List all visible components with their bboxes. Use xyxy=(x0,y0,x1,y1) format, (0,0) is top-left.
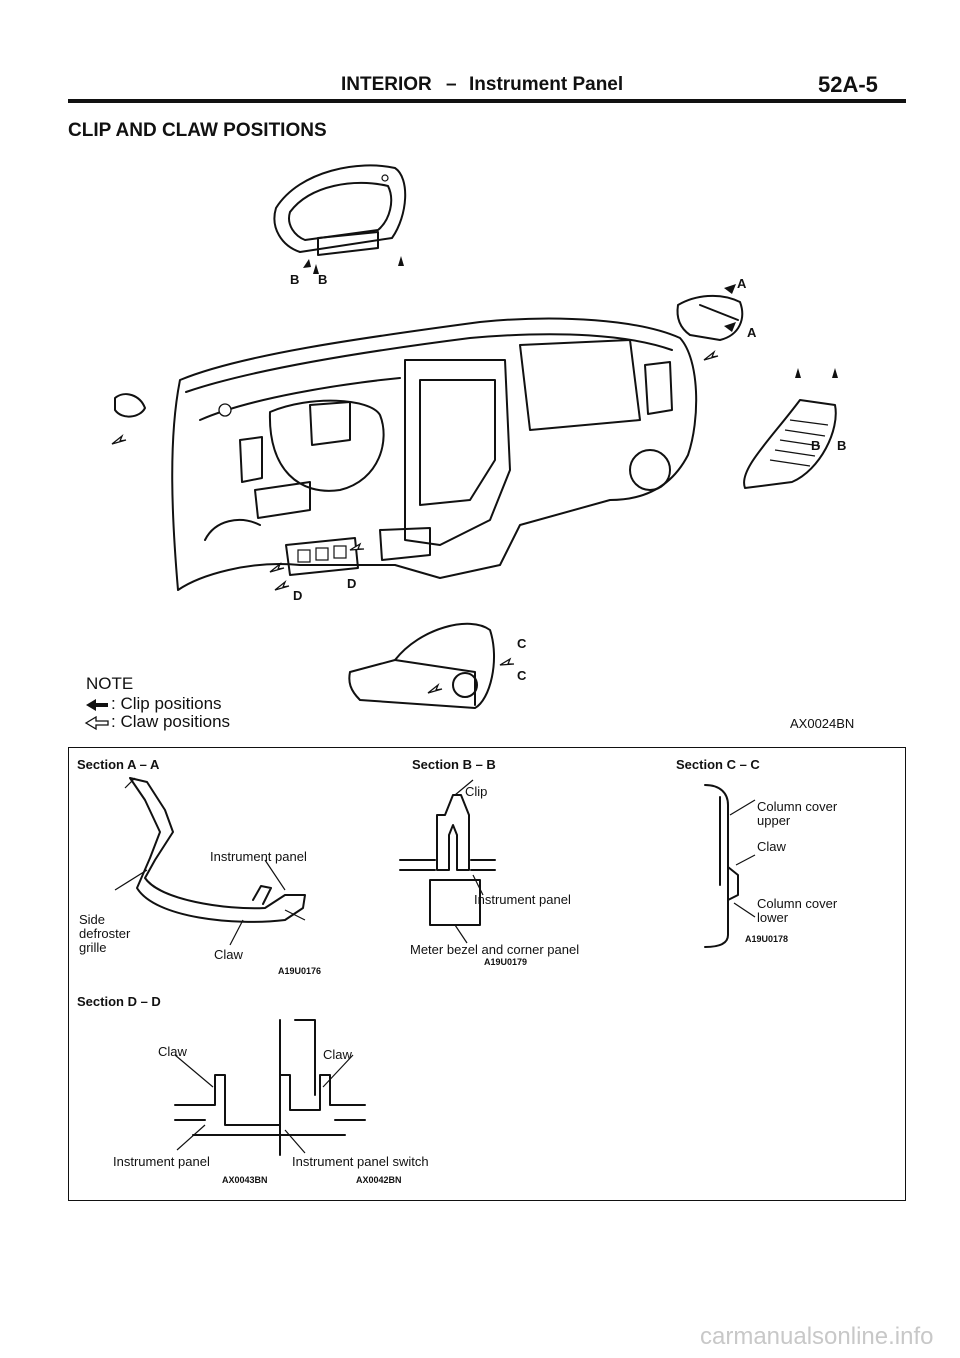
header-subtitle: Instrument Panel xyxy=(469,74,624,95)
callout-c-upper: C xyxy=(517,636,527,651)
claw-arrow-icon xyxy=(84,715,109,731)
section-dd-claw-right: Claw xyxy=(323,1047,352,1062)
instrument-panel-illustration xyxy=(111,164,838,709)
section-bb-meter-bezel: Meter bezel and corner panel xyxy=(410,942,580,957)
section-cc-column-cover-lower: Column cover lower xyxy=(757,896,838,925)
page-number: 52A-5 xyxy=(818,72,878,97)
callout-b-corner-left: B xyxy=(811,438,821,453)
section-cc-claw: Claw xyxy=(757,839,786,854)
side-grille-right-drawing xyxy=(676,284,744,361)
header-rule xyxy=(68,99,906,103)
callout-b-meter-left: B xyxy=(290,272,300,287)
dashboard-drawing xyxy=(171,317,698,591)
callout-a-lower: A xyxy=(747,325,757,340)
section-bb-drawing xyxy=(399,779,496,944)
section-aa-side-defroster-grille: Side defroster grille xyxy=(79,912,131,955)
note-claw-label: : Claw positions xyxy=(111,712,231,731)
section-bb-clip: Clip xyxy=(465,784,488,799)
section-cc-title: Section C – C xyxy=(676,757,760,772)
page-heading: CLIP AND CLAW POSITIONS xyxy=(68,120,327,141)
section-dd-title: Section D – D xyxy=(77,994,161,1009)
note-title: NOTE xyxy=(86,674,134,693)
figure-code-main: AX0024BN xyxy=(790,716,855,731)
header-dash: – xyxy=(446,74,457,95)
clip-arrow-icon xyxy=(86,699,108,711)
footer-watermark[interactable]: carmanualsonline.info xyxy=(700,1323,934,1350)
section-aa-title: Section A – A xyxy=(77,757,160,772)
section-cc-code: A19U0178 xyxy=(745,934,789,944)
section-aa-claw: Claw xyxy=(214,947,243,962)
column-cover-drawing xyxy=(348,622,515,709)
header-title: INTERIOR xyxy=(341,74,432,95)
sections-box xyxy=(68,747,906,1201)
callout-d-left: D xyxy=(293,588,303,603)
switch-panel-drawing xyxy=(269,537,365,591)
callout-b-corner-right: B xyxy=(837,438,847,453)
section-bb-code: A19U0179 xyxy=(484,957,528,967)
section-dd-code-left: AX0043BN xyxy=(222,1175,268,1185)
section-cc-drawing xyxy=(704,784,756,948)
section-aa-code: A19U0176 xyxy=(278,966,322,976)
section-dd-instrument-panel: Instrument panel xyxy=(113,1154,210,1169)
side-grille-left-drawing xyxy=(111,393,146,445)
section-bb-title: Section B – B xyxy=(412,757,496,772)
section-aa-instrument-panel: Instrument panel xyxy=(210,849,307,864)
section-dd-instrument-panel-switch: Instrument panel switch xyxy=(292,1154,429,1169)
section-aa-drawing xyxy=(114,777,306,946)
callout-c-lower: C xyxy=(517,668,527,683)
corner-panel-drawing xyxy=(743,368,838,489)
section-dd-claw-left: Claw xyxy=(158,1044,187,1059)
section-dd-drawing xyxy=(174,1019,366,1156)
section-dd-code-right: AX0042BN xyxy=(356,1175,402,1185)
callout-a-upper: A xyxy=(737,276,747,291)
section-bb-instrument-panel: Instrument panel xyxy=(474,892,571,907)
callout-d-right: D xyxy=(347,576,357,591)
meter-bezel-drawing xyxy=(273,164,407,274)
callout-b-meter-right: B xyxy=(318,272,328,287)
section-cc-column-cover-upper: Column cover upper xyxy=(757,799,838,828)
note-clip-label: : Clip positions xyxy=(111,694,222,713)
